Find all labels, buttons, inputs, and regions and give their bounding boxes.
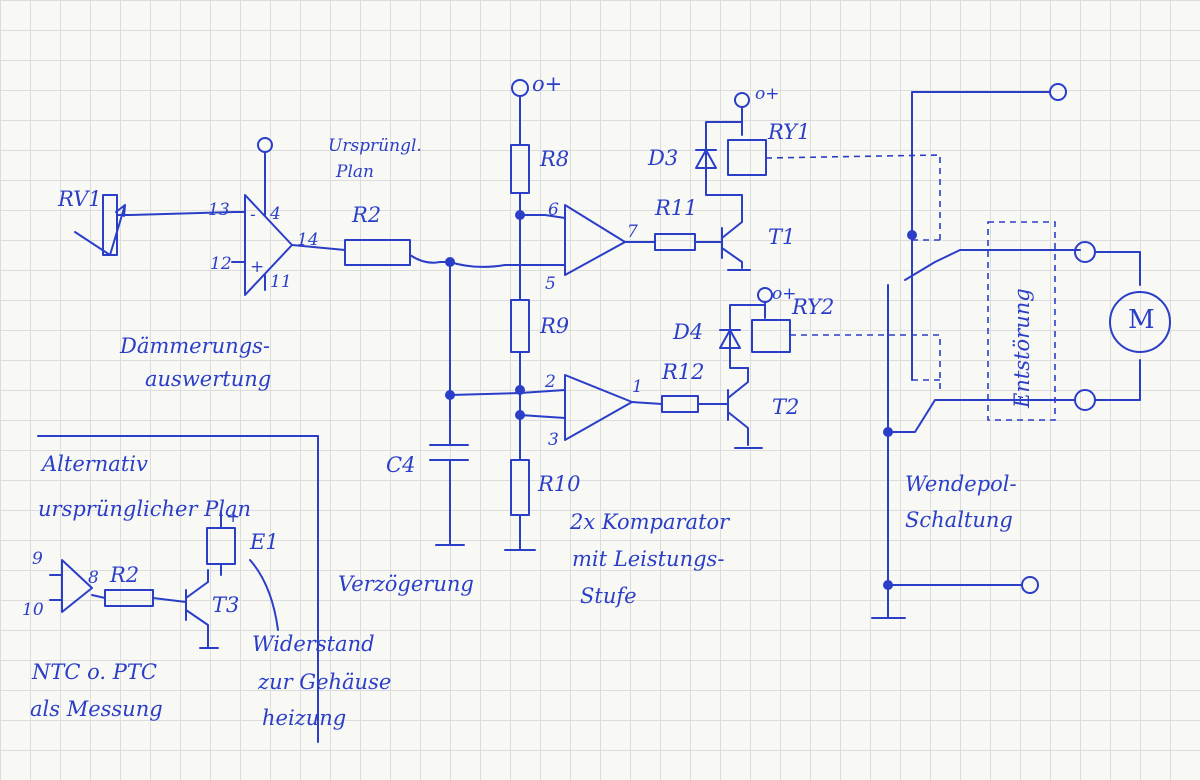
label-r9: R9	[540, 314, 570, 338]
label-wendepol-1: Wendepol-	[905, 472, 1017, 496]
label-komparator-2: mit Leistungs-	[572, 547, 725, 571]
label-vplus-ry1: o+	[755, 84, 780, 104]
label-alt-pin9: 9	[32, 549, 43, 569]
label-pin7: 7	[627, 222, 638, 242]
label-alt-pin10: 10	[22, 600, 44, 620]
resistor-r2	[344, 239, 451, 266]
label-t2: T2	[772, 395, 800, 419]
label-entstorung: Entstörung	[1010, 288, 1034, 408]
label-ry1: RY1	[768, 120, 811, 144]
label-pin5: 5	[545, 274, 556, 294]
label-wendepol-2: Schaltung	[905, 508, 1013, 532]
label-r2: R2	[352, 203, 382, 227]
label-alt-pin8: 8	[88, 568, 99, 588]
label-verzoegerung: Verzögerung	[338, 572, 474, 596]
label-ntc-2: als Messung	[30, 697, 163, 721]
label-vplus-top: o+	[532, 72, 563, 96]
relay-ry2	[719, 287, 941, 390]
label-wider-1: Widerstand	[252, 632, 375, 656]
label-plan: Plan	[336, 162, 374, 182]
label-r8: R8	[540, 147, 570, 171]
label-d4: D4	[673, 320, 704, 344]
label-wider-3: heizung	[262, 706, 347, 730]
label-wider-2: zur Gehäuse	[258, 670, 392, 694]
label-op1-plus: +	[250, 257, 265, 277]
voltage-divider	[504, 79, 566, 551]
label-ry2: RY2	[792, 295, 835, 319]
label-op1-pin13: 13	[208, 200, 230, 220]
label-ursprungl: Ursprüngl.	[328, 136, 422, 156]
signal-bus	[429, 257, 566, 546]
potentiometer-rv1	[74, 194, 236, 256]
label-komparator-3: Stufe	[580, 584, 637, 608]
label-op1-minus: -	[250, 205, 256, 225]
label-vplus-ry2: o+	[772, 284, 797, 304]
label-op1-pin11: 11	[270, 272, 292, 292]
reversing-switch	[871, 83, 1081, 619]
label-alt-t3: T3	[212, 593, 240, 617]
label-op1-pin14: 14	[297, 230, 319, 250]
label-motor: M	[1128, 305, 1155, 335]
relay-ry1	[695, 92, 941, 240]
label-d3: D3	[648, 146, 679, 170]
label-r10: R10	[538, 472, 581, 496]
label-daemmerung-2: auswertung	[145, 367, 272, 391]
label-c4: C4	[386, 453, 416, 477]
alternative-box	[37, 435, 319, 743]
label-komparator-1: 2x Komparator	[570, 510, 730, 534]
label-r12: R12	[662, 360, 705, 384]
label-op1-pin4: 4	[270, 204, 281, 224]
label-t1: T1	[768, 225, 796, 249]
label-r11: R11	[655, 196, 698, 220]
label-alt-e1: E1	[250, 530, 279, 554]
label-pin1: 1	[632, 377, 643, 397]
label-alt-2: ursprünglicher Plan	[38, 497, 252, 521]
label-pin2: 2	[545, 372, 556, 392]
motor-circuit	[987, 221, 1171, 421]
label-ntc-1: NTC o. PTC	[32, 660, 157, 684]
comparator-1	[564, 204, 751, 276]
label-op1-pin12: 12	[210, 254, 232, 274]
label-daemmerung-1: Dämmerungs-	[120, 334, 271, 358]
opamp-daemmerung	[231, 137, 346, 296]
label-alt-1: Alternativ	[42, 452, 148, 476]
label-rv1: RV1	[58, 187, 102, 211]
label-alt-r2: R2	[110, 563, 140, 587]
label-pin6: 6	[548, 200, 559, 220]
label-alt-plus: +	[226, 507, 241, 527]
comparator-2	[564, 367, 763, 449]
label-pin3: 3	[548, 430, 559, 450]
